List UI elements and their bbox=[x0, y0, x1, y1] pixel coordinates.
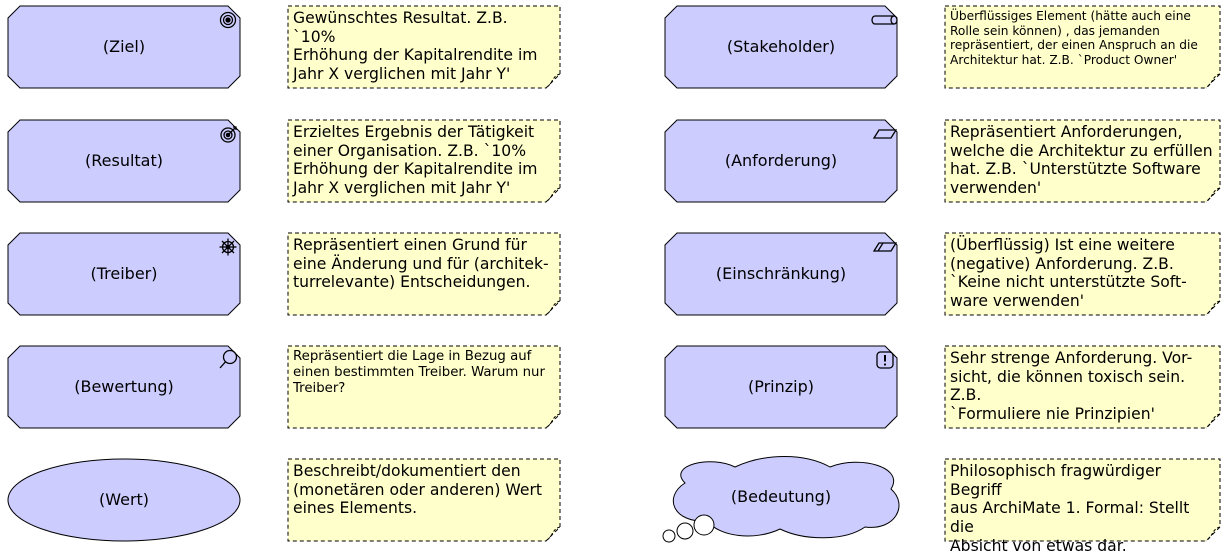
element-bewertung[interactable] bbox=[7, 345, 241, 429]
element-wert[interactable] bbox=[7, 458, 241, 542]
element-stakeholder[interactable] bbox=[664, 5, 898, 89]
magnifier-icon bbox=[219, 349, 238, 369]
element-ziel[interactable] bbox=[7, 5, 241, 89]
note-wert[interactable] bbox=[287, 458, 561, 542]
element-label-treiber: (Treiber) bbox=[90, 264, 158, 283]
element-bedeutung[interactable] bbox=[662, 456, 900, 543]
note-bewertung[interactable] bbox=[287, 345, 561, 429]
archimate-motivation-diagram: (Ziel) Gewünschtes Resultat. Z.B. `10% Er… bbox=[7, 5, 1221, 555]
note-anforderung[interactable] bbox=[944, 119, 1221, 203]
note-text-prinzip: Sehr strenge Anforderung. Vor- sicht, di… bbox=[950, 349, 1193, 424]
element-label-einschraenkung: (Einschränkung) bbox=[715, 264, 847, 283]
note-text-anforderung: Repräsentiert Anforderungen, welche die … bbox=[950, 123, 1213, 198]
element-label-stakeholder: (Stakeholder) bbox=[726, 37, 836, 56]
note-text-ziel: Gewünschtes Resultat. Z.B. `10% Erhöhung… bbox=[293, 9, 538, 84]
note-text-einschraenkung: (Überflüssig) Ist eine weitere (negative… bbox=[950, 236, 1187, 311]
element-treiber[interactable] bbox=[7, 232, 241, 316]
target-icon bbox=[219, 11, 237, 29]
element-label-bewertung: (Bewertung) bbox=[74, 377, 174, 396]
element-resultat[interactable] bbox=[7, 119, 241, 203]
element-label-prinzip: (Prinzip) bbox=[747, 377, 814, 396]
note-text-bedeutung: Philosophisch fragwürdiger Begriff aus A… bbox=[950, 462, 1190, 555]
note-bedeutung[interactable] bbox=[944, 458, 1221, 542]
note-ziel[interactable] bbox=[287, 5, 561, 89]
parallelogram-icon bbox=[872, 129, 898, 139]
note-text-wert: Beschreibt/dokumentiert den (monetären o… bbox=[293, 462, 543, 518]
element-label-bedeutung: (Bedeutung) bbox=[730, 487, 832, 506]
note-text-bewertung: Repräsentiert die Lage in Bezug auf eine… bbox=[293, 349, 545, 396]
element-label-wert: (Wert) bbox=[98, 490, 150, 509]
element-anforderung[interactable] bbox=[664, 119, 898, 203]
note-resultat[interactable] bbox=[287, 119, 561, 203]
note-prinzip[interactable] bbox=[944, 345, 1221, 429]
element-label-resultat: (Resultat) bbox=[85, 151, 163, 170]
element-label-ziel: (Ziel) bbox=[102, 37, 146, 56]
note-stakeholder[interactable] bbox=[944, 5, 1221, 89]
driver-wheel-icon bbox=[219, 238, 237, 256]
element-einschraenkung[interactable] bbox=[664, 232, 898, 316]
diagram-canvas bbox=[7, 5, 1221, 543]
note-text-resultat: Erzieltes Ergebnis der Tätigkeit einer O… bbox=[293, 123, 538, 198]
element-label-anforderung: (Anforderung) bbox=[724, 151, 838, 170]
outcome-icon bbox=[220, 126, 237, 143]
note-treiber[interactable] bbox=[287, 232, 561, 316]
note-einschraenkung[interactable] bbox=[944, 232, 1221, 316]
note-text-stakeholder: Überflüssiges Element (hätte auch eine R… bbox=[950, 9, 1198, 67]
constraint-icon bbox=[872, 242, 898, 252]
element-prinzip[interactable] bbox=[664, 345, 898, 429]
cylinder-icon bbox=[871, 15, 898, 25]
note-text-treiber: Repräsentiert einen Grund für eine Änder… bbox=[293, 236, 549, 292]
exclamation-box-icon bbox=[876, 351, 894, 369]
